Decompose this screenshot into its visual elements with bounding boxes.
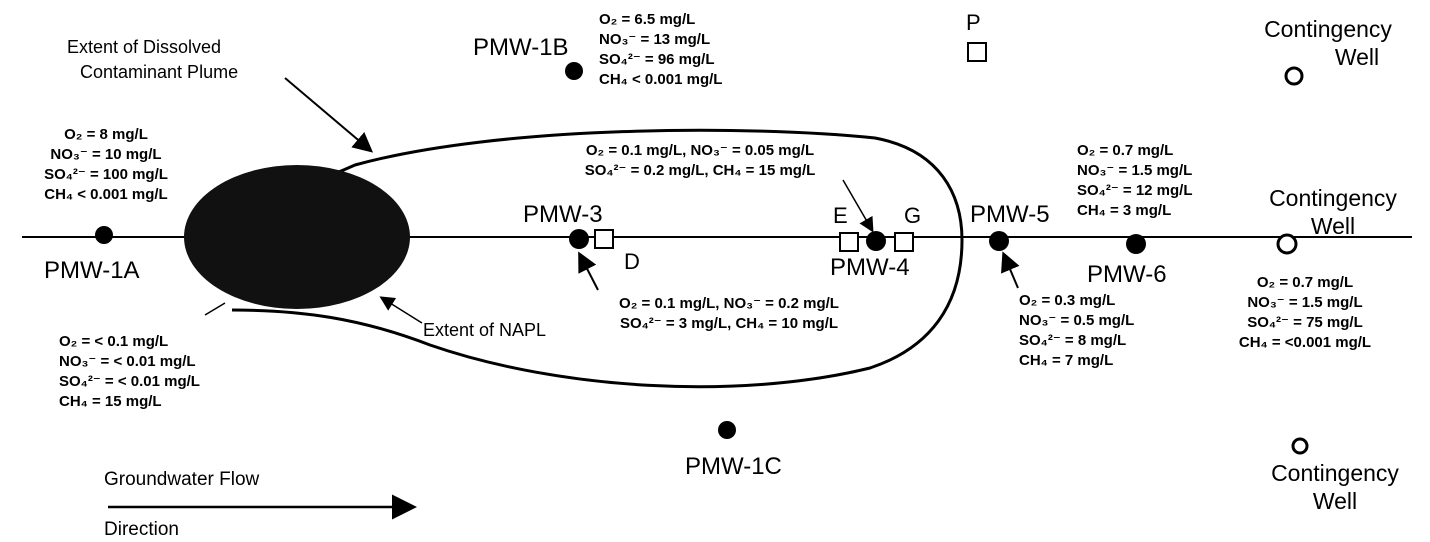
- chem-line: CH₄ = <0.001 mg/L: [1238, 334, 1372, 351]
- pmw3-leader-arrow: [578, 251, 599, 291]
- pmw4-leader-arrow: [842, 179, 874, 233]
- chem-line: NO₃⁻ = 13 mg/L: [599, 31, 711, 48]
- chem-line: NO₃⁻ = 1.5 mg/L: [1247, 294, 1363, 311]
- well-label-pmw6: PMW-6: [1087, 261, 1167, 288]
- sample-point-marker-p: [967, 42, 987, 62]
- chem-line: SO₄²⁻ = 8 mg/L: [1019, 332, 1127, 349]
- sample-point-marker-g: [894, 232, 914, 252]
- chem-line: SO₄²⁻ = 75 mg/L: [1247, 314, 1363, 331]
- napl-source-area: [184, 165, 410, 309]
- chem-block-pmw5: O₂ = 0.3 mg/L NO₃⁻ = 0.5 mg/L SO₄²⁻ = 8 …: [1019, 293, 1134, 373]
- contingency-label-top-line1: Contingency: [1264, 16, 1392, 42]
- contingency-label-top-line2: Well: [1334, 43, 1380, 70]
- chem-line: O₂ = 6.5 mg/L: [599, 11, 696, 28]
- chem-line: SO₄²⁻ = 0.2 mg/L, CH₄ = 15 mg/L: [584, 162, 816, 179]
- chem-line: CH₄ = 3 mg/L: [1077, 202, 1172, 219]
- chem-line: SO₄²⁻ = 96 mg/L: [599, 51, 715, 68]
- sample-point-label-p: P: [966, 10, 981, 35]
- flow-label-line2: Direction: [104, 519, 179, 540]
- sample-point-label-e: E: [833, 203, 848, 228]
- chem-line: CH₄ = 7 mg/L: [1019, 352, 1114, 369]
- contingency-label-mid: Contingency Well: [1238, 185, 1428, 240]
- contingency-label-bottom-line2: Well: [1312, 487, 1358, 514]
- source-leader-line: [204, 302, 226, 316]
- contingency-label-mid-line1: Contingency: [1269, 185, 1397, 211]
- well-label-pmw3: PMW-3: [523, 201, 603, 228]
- well-label-pmw1c: PMW-1C: [685, 453, 782, 480]
- chem-block-pmw6: O₂ = 0.7 mg/L NO₃⁻ = 1.5 mg/L SO₄²⁻ = 12…: [1077, 143, 1193, 223]
- well-marker-pmw1b: [565, 62, 583, 80]
- chem-line: CH₄ < 0.001 mg/L: [599, 71, 723, 88]
- chem-block-pmw4: O₂ = 0.1 mg/L, NO₃⁻ = 0.05 mg/L SO₄²⁻ = …: [545, 143, 855, 183]
- chem-line: O₂ = 0.7 mg/L: [1256, 274, 1354, 291]
- contingency-well-marker-bottom: [1291, 437, 1309, 455]
- contingency-label-top: Contingency Well: [1233, 16, 1423, 71]
- chem-line: NO₃⁻ = 0.5 mg/L: [1019, 312, 1135, 329]
- chem-line: O₂ = 8 mg/L: [64, 126, 148, 143]
- chem-block-pmw1a: O₂ = 8 mg/L NO₃⁻ = 10 mg/L SO₄²⁻ = 100 m…: [20, 127, 192, 207]
- well-marker-pmw1a: [95, 226, 113, 244]
- well-marker-pmw3: [569, 229, 589, 249]
- plume-callout-line1: Extent of Dissolved: [67, 37, 222, 57]
- contingency-label-bottom: Contingency Well: [1240, 460, 1430, 515]
- well-label-pmw1a: PMW-1A: [44, 257, 140, 284]
- well-marker-pmw6: [1126, 234, 1146, 254]
- chem-line: NO₃⁻ = 10 mg/L: [50, 146, 162, 163]
- chem-line: SO₄²⁻ = 3 mg/L, CH₄ = 10 mg/L: [619, 315, 839, 332]
- chem-block-source: O₂ = < 0.1 mg/L NO₃⁻ = < 0.01 mg/L SO₄²⁻…: [59, 334, 200, 414]
- flow-label-line1: Groundwater Flow: [104, 469, 260, 490]
- chem-line: SO₄²⁻ = < 0.01 mg/L: [59, 373, 200, 390]
- chem-line: CH₄ = 15 mg/L: [59, 393, 162, 410]
- napl-callout: Extent of NAPL: [423, 320, 547, 340]
- contingency-label-mid-line2: Well: [1310, 212, 1356, 239]
- sample-point-marker-e: [839, 232, 859, 252]
- well-label-pmw5: PMW-5: [970, 201, 1050, 228]
- chem-line: SO₄²⁻ = 100 mg/L: [44, 166, 168, 183]
- contingency-well-marker-top: [1284, 66, 1304, 86]
- chem-line: O₂ = 0.7 mg/L: [1077, 142, 1174, 159]
- chem-line: O₂ = 0.3 mg/L: [1019, 292, 1116, 309]
- well-marker-pmw1c: [718, 421, 736, 439]
- napl-leader-arrow: [379, 296, 423, 324]
- pmw5-leader-arrow: [1001, 251, 1020, 289]
- well-marker-pmw5: [989, 231, 1009, 251]
- well-marker-pmw4: [866, 231, 886, 251]
- chem-line: NO₃⁻ = 1.5 mg/L: [1077, 162, 1193, 179]
- chem-line: NO₃⁻ = < 0.01 mg/L: [59, 353, 196, 370]
- contingency-well-marker-mid: [1276, 233, 1298, 255]
- sample-point-label-g: G: [904, 203, 922, 228]
- chem-block-pmw1b: O₂ = 6.5 mg/L NO₃⁻ = 13 mg/L SO₄²⁻ = 96 …: [599, 12, 722, 92]
- contingency-label-bottom-line1: Contingency: [1271, 460, 1399, 486]
- chem-line: O₂ = < 0.1 mg/L: [59, 333, 169, 350]
- chem-line: O₂ = 0.1 mg/L, NO₃⁻ = 0.2 mg/L: [619, 295, 839, 312]
- well-label-pmw1b: PMW-1B: [473, 34, 569, 61]
- chem-line: O₂ = 0.1 mg/L, NO₃⁻ = 0.05 mg/L: [585, 142, 815, 159]
- plume-leader-arrow: [284, 77, 374, 153]
- chem-line: CH₄ < 0.001 mg/L: [44, 186, 168, 203]
- chem-line: SO₄²⁻ = 12 mg/L: [1077, 182, 1193, 199]
- chem-block-contingency-mid: O₂ = 0.7 mg/L NO₃⁻ = 1.5 mg/L SO₄²⁻ = 75…: [1210, 275, 1400, 355]
- dissolved-plume-outline: [229, 128, 964, 389]
- plume-callout-line2: Contaminant Plume: [80, 62, 239, 82]
- sample-point-marker-d: [594, 229, 614, 249]
- well-label-pmw4: PMW-4: [830, 254, 910, 281]
- sample-point-label-d: D: [624, 249, 640, 274]
- chem-block-pmw3: O₂ = 0.1 mg/L, NO₃⁻ = 0.2 mg/L SO₄²⁻ = 3…: [574, 296, 884, 336]
